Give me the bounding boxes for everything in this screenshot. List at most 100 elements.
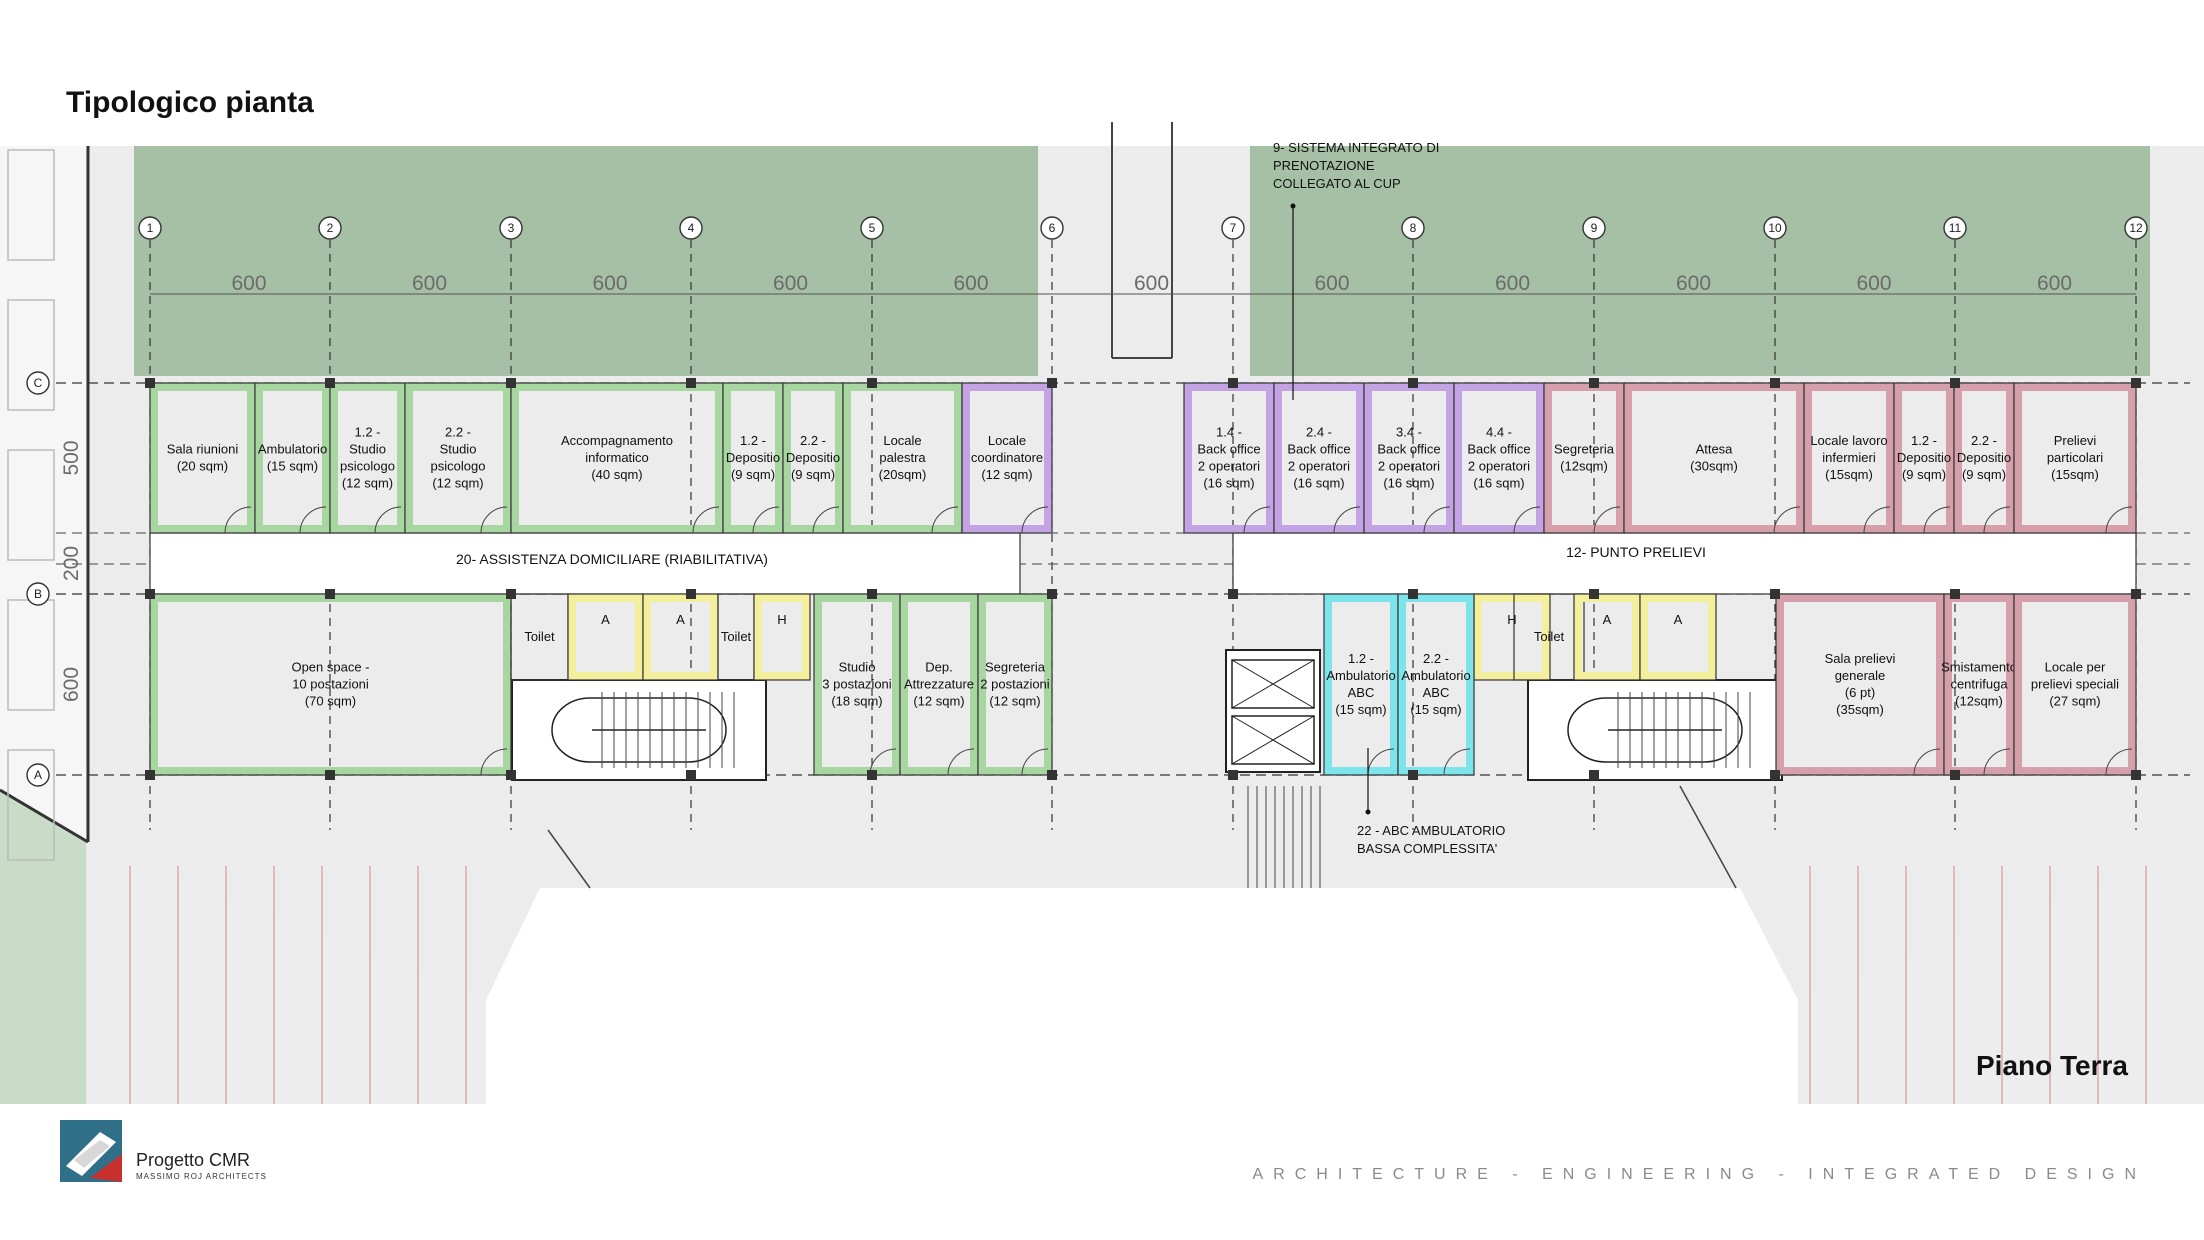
- room-label: (16 sqm): [1473, 476, 1524, 491]
- structural-column: [506, 378, 516, 388]
- structural-column: [145, 589, 155, 599]
- grid-bubble-column: [860, 216, 884, 240]
- tagline: ARCHITECTURE - ENGINEERING - INTEGRATED …: [1252, 1166, 2146, 1183]
- facade-window: [7, 449, 55, 561]
- door-swing: [1443, 748, 1471, 776]
- room-zone: [1624, 383, 1804, 533]
- dimension-label-x: 600: [231, 272, 266, 295]
- facade-window: [7, 749, 55, 861]
- dimension-label-x: 600: [1495, 272, 1530, 295]
- grid-bubble-column: [1221, 216, 1245, 240]
- door-swing: [299, 506, 327, 534]
- grid-bubble-column: [679, 216, 703, 240]
- grid-label-column: 4: [688, 221, 695, 235]
- grid-bubble-column: [138, 216, 162, 240]
- dimension-label-x: 600: [953, 272, 988, 295]
- structural-column: [1770, 378, 1780, 388]
- room-label: Attesa: [1696, 442, 1734, 457]
- room-zone: [2014, 594, 2136, 775]
- room-label: 2.2 -: [800, 433, 826, 448]
- green-wedge-left: [0, 790, 86, 1104]
- room-label: A: [676, 612, 685, 627]
- grid-label-column: 8: [1410, 221, 1417, 235]
- annotation-cup: 9- SISTEMA INTEGRATO DI: [1273, 140, 1439, 155]
- door-swing: [812, 506, 840, 534]
- structural-column: [325, 770, 335, 780]
- structural-column: [1228, 589, 1238, 599]
- door-swing: [1513, 506, 1541, 534]
- door-swing: [1983, 748, 2011, 776]
- dimension-label-x: 600: [1134, 272, 1169, 295]
- room-label: Attrezzature: [904, 677, 974, 692]
- logo: Progetto CMR MASSIMO ROJ ARCHITECTS: [60, 1120, 300, 1184]
- door-swing: [1983, 506, 2011, 534]
- door-swing: [2105, 506, 2133, 534]
- room-label: Depositio: [1957, 450, 2011, 465]
- room-label: Sala prelievi: [1825, 651, 1896, 666]
- room-label: (12sqm): [1560, 459, 1608, 474]
- room-zone: [150, 383, 255, 533]
- room-label: (35sqm): [1836, 702, 1884, 717]
- leader-dot-abc: [1365, 809, 1371, 815]
- room-outline: [977, 593, 1053, 776]
- room-label: (18 sqm): [831, 694, 882, 709]
- room-label: palestra: [879, 450, 926, 465]
- room-label: 1.2 -: [1911, 433, 1937, 448]
- structural-column: [2131, 770, 2141, 780]
- room-label: Back office: [1377, 442, 1440, 457]
- room-label: 2 operatori: [1468, 459, 1530, 474]
- door-swing: [1913, 748, 1941, 776]
- room-label: (16 sqm): [1203, 476, 1254, 491]
- room-label: (12 sqm): [981, 467, 1032, 482]
- corridor-right: [1232, 532, 2137, 595]
- room-label: coordinatore: [971, 450, 1043, 465]
- room-label: generale: [1835, 668, 1886, 683]
- lift-shaft: [1225, 649, 1321, 773]
- room-label: Open space -: [291, 660, 369, 675]
- room-label: infermieri: [1822, 450, 1876, 465]
- annotation-cup: PRENOTAZIONE: [1273, 158, 1375, 173]
- room-label: (15sqm): [2051, 467, 2099, 482]
- grid-bubble-row: [26, 763, 50, 787]
- lift-car: [1231, 715, 1315, 765]
- terrace-left: [134, 146, 1038, 376]
- grid-label-column: 11: [1949, 221, 1962, 235]
- door-swing: [1243, 506, 1271, 534]
- room-zone: [1574, 594, 1640, 680]
- grid-bubble-column: [1763, 216, 1787, 240]
- corridor-label-left: 20- ASSISTENZA DOMICILIARE (RIABILITATIV…: [456, 551, 768, 567]
- room-label: 2 operatori: [1378, 459, 1440, 474]
- room-label: 1.2 -: [740, 433, 766, 448]
- room-outline: [961, 382, 1053, 534]
- annotation-abc: BASSA COMPLESSITA': [1357, 841, 1497, 856]
- dimension-label-x: 600: [1676, 272, 1711, 295]
- door-swing: [224, 506, 252, 534]
- room-label: (12 sqm): [432, 476, 483, 491]
- structural-column: [1589, 589, 1599, 599]
- dimension-label-y: 500: [60, 440, 83, 475]
- grid-bubble-column: [499, 216, 523, 240]
- grid-label-column: 2: [327, 221, 334, 235]
- grid-label-column: 6: [1049, 221, 1056, 235]
- leader-dot-cup: [1290, 203, 1296, 209]
- door-swing: [480, 506, 508, 534]
- facade-window: [7, 149, 55, 261]
- corridor-left: [149, 532, 1021, 595]
- structural-column: [1047, 378, 1057, 388]
- door-swing: [374, 506, 402, 534]
- door-swing: [480, 748, 508, 776]
- grid-label-column: 5: [869, 221, 876, 235]
- grid-bubble-column: [1582, 216, 1606, 240]
- structural-column: [1408, 589, 1418, 599]
- grid-bubble-column: [1040, 216, 1064, 240]
- structural-column: [867, 378, 877, 388]
- room-zone: [511, 383, 723, 533]
- room-zone: [814, 594, 900, 775]
- room-label: (9 sqm): [731, 467, 775, 482]
- room-label: (27 sqm): [2049, 694, 2100, 709]
- room-zone: [643, 594, 718, 680]
- grid-label-row: B: [34, 587, 42, 601]
- room-label: Ambulatorio: [258, 442, 327, 457]
- room-label: Back office: [1287, 442, 1350, 457]
- dimension-label-x: 600: [1856, 272, 1891, 295]
